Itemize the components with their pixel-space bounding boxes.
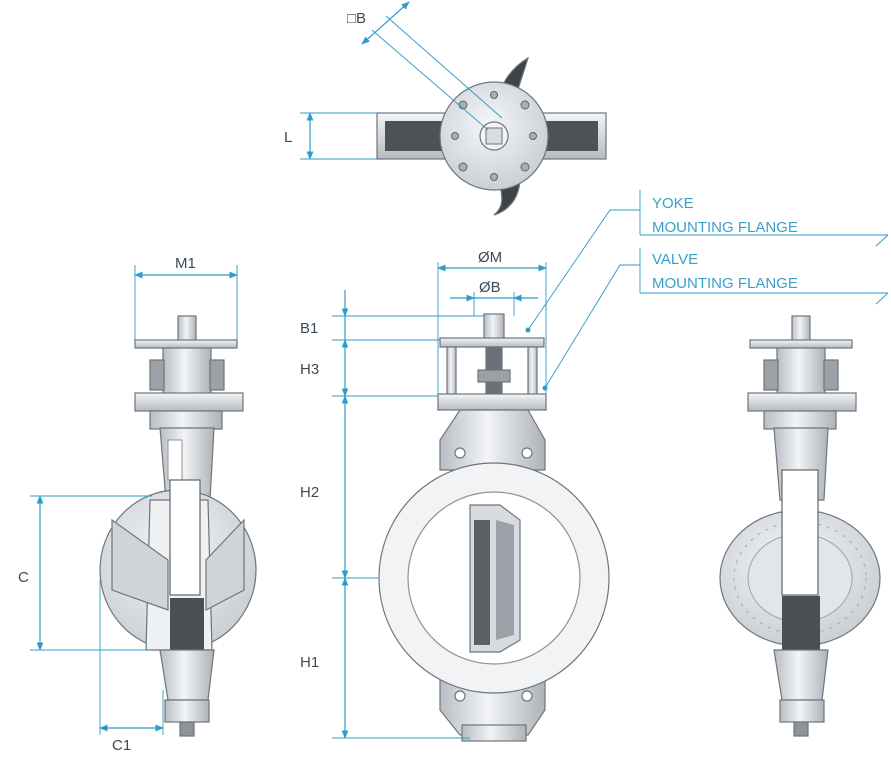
phi-m-label: ØM (478, 249, 502, 266)
top-flange-bolts (451, 91, 537, 181)
b1-label: B1 (300, 320, 318, 337)
c1-label: C1 (112, 737, 131, 754)
phi-b-label: ØB (479, 279, 501, 296)
h3-label: H3 (300, 361, 319, 378)
h1-label: H1 (300, 654, 319, 671)
c-label: C (18, 569, 29, 586)
front-yoke-plate (439, 337, 545, 348)
front-valve-flange (437, 393, 547, 411)
square-b-label: □B (347, 10, 366, 27)
l-label: L (284, 129, 292, 146)
right-valve-flange (747, 392, 857, 412)
left-yoke-plate (134, 339, 238, 349)
valve-callout-line2: MOUNTING FLANGE (652, 275, 798, 292)
yoke-callout-line1: YOKE (652, 195, 694, 212)
callouts: YOKE MOUNTING FLANGE VALVE MOUNTING FLAN… (525, 190, 889, 391)
front-view: ØM ØB B1 H3 H2 H1 (300, 249, 610, 742)
right-yoke-plate (749, 339, 853, 349)
h2-label: H2 (300, 484, 319, 501)
right-side-view (719, 315, 881, 737)
left-side-view: M1 C C1 (18, 255, 257, 754)
valve-callout-line1: VALVE (652, 251, 698, 268)
top-view: □B L (284, 1, 607, 216)
m1-label: M1 (175, 255, 196, 272)
left-valve-flange (134, 392, 244, 412)
yoke-callout-line2: MOUNTING FLANGE (652, 219, 798, 236)
